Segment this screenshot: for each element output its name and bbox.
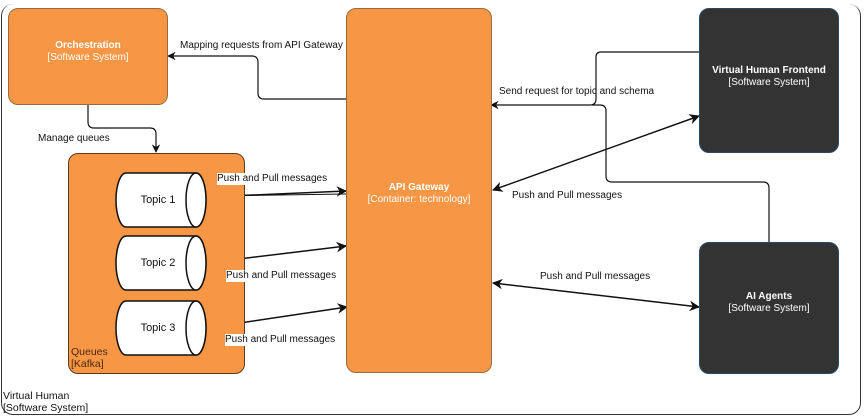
boundary-type: [Software System] <box>3 402 89 414</box>
boundary-label: Virtual Human [Software System] <box>3 390 88 414</box>
orchestration-title: Orchestration <box>55 40 121 51</box>
label-send-request: Send request for topic and schema <box>499 86 655 97</box>
edge-frontend <box>492 114 700 192</box>
system-boundary <box>1 4 861 415</box>
label-push-pull-topic1: Push and Pull messages <box>217 173 328 185</box>
api-gateway-type: [Container: technology] <box>367 194 471 205</box>
edge-agents <box>491 278 701 312</box>
boundary-name: Virtual Human <box>3 390 70 402</box>
edge-mapping <box>167 51 346 100</box>
vh-frontend-title: Virtual Human Frontend <box>712 65 826 76</box>
orchestration-node[interactable]: Orchestration [Software System] <box>8 8 168 105</box>
api-gateway-node[interactable]: API Gateway [Container: technology] <box>346 8 492 373</box>
queues-title: Queues <box>71 346 108 358</box>
topic-2-label: Topic 2 <box>140 257 176 269</box>
ai-agents-title: AI Agents <box>745 291 793 302</box>
label-push-pull-topic3: Push and Pull messages <box>225 334 336 346</box>
label-push-pull-agents: Push and Pull messages <box>540 271 651 283</box>
api-gateway-title: API Gateway <box>388 182 450 193</box>
label-manage-queues: Manage queues <box>38 133 110 145</box>
topic-1-label: Topic 1 <box>140 194 176 206</box>
ai-agents-type: [Software System] <box>728 303 810 314</box>
queues-label: Queues [Kafka] <box>71 346 108 370</box>
queues-type: [Kafka] <box>71 358 104 370</box>
topic-3-label: Topic 3 <box>140 322 176 334</box>
ai-agents-node[interactable]: AI Agents [Software System] <box>699 242 839 374</box>
orchestration-type: [Software System] <box>47 52 129 63</box>
edge-manage-queues <box>87 105 161 153</box>
label-mapping: Mapping requests from API Gateway <box>180 40 343 52</box>
label-push-pull-topic2: Push and Pull messages <box>226 270 337 282</box>
vh-frontend-type: [Software System] <box>728 77 810 88</box>
vh-frontend-node[interactable]: Virtual Human Frontend [Software System] <box>699 8 839 153</box>
label-push-pull-frontend: Push and Pull messages <box>512 190 623 202</box>
